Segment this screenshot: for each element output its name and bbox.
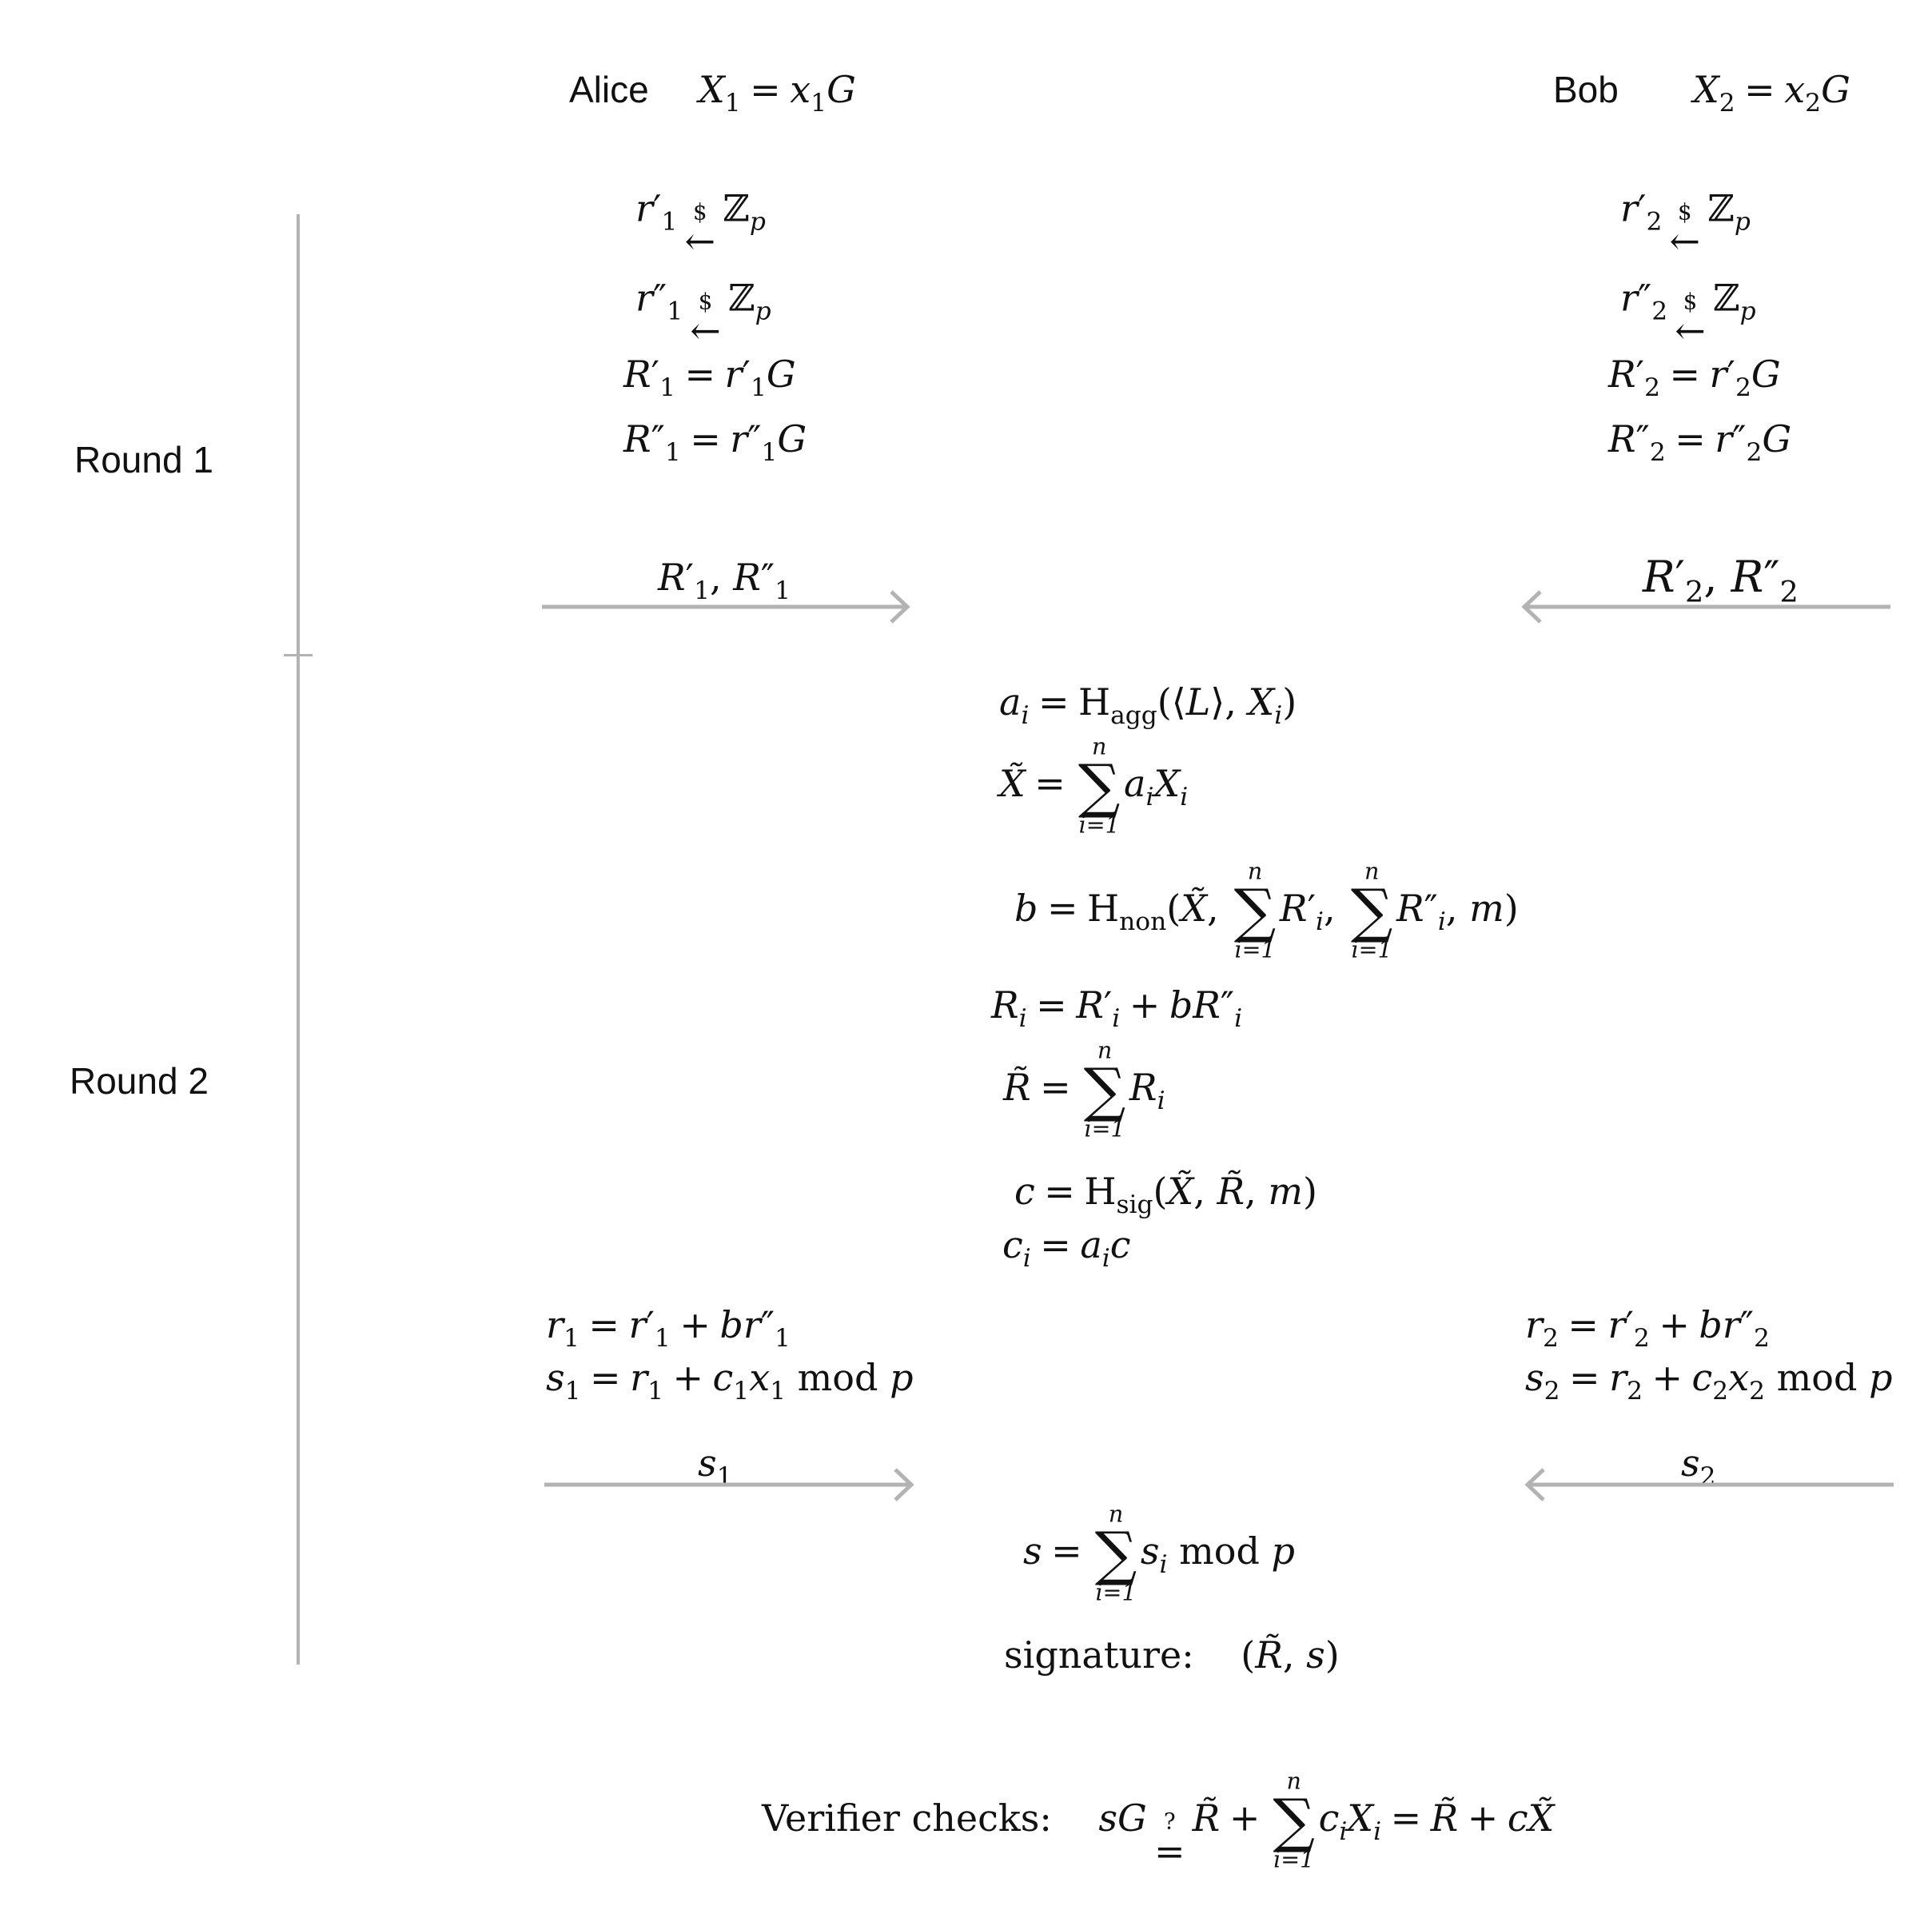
bob-public-key: X2=x2G	[1693, 68, 1850, 118]
bob-send-signature-label: s2	[1681, 1441, 1716, 1491]
alice-send-commitments-label: R′1, R″1	[658, 556, 791, 605]
per-signer-challenge: ci=aic	[1002, 1223, 1131, 1273]
bob-partial-signature: s2=r2+c2x2 mod p	[1525, 1356, 1893, 1406]
arrow-right-icon	[542, 590, 910, 624]
summation-symbol: n∑i=1	[1078, 733, 1121, 839]
timeline-line	[297, 214, 300, 1665]
round-divider-tick	[284, 654, 313, 656]
alice-nonce-1: r′1$←ℤp	[635, 186, 766, 263]
alice-nonce-2: r″1$←ℤp	[635, 276, 771, 353]
bob-send-commitments-label: R′2, R″2	[1643, 552, 1799, 609]
bob-nonce-1: r′2$←ℤp	[1620, 186, 1751, 263]
alice-name: Alice	[569, 69, 649, 110]
round-1-label: Round 1	[74, 439, 213, 480]
summation-symbol: n∑i=1	[1083, 1037, 1126, 1142]
agg-coefficient: ai=Hagg(⟨L⟩, Xi)	[999, 680, 1297, 730]
arrow-left-icon	[1521, 590, 1890, 624]
summation-symbol: n∑i=1	[1273, 1768, 1315, 1873]
alice-nonce-combined: r1=r′1+br″1	[546, 1303, 791, 1353]
bob-commit-2: R″2=r″2G	[1608, 417, 1792, 467]
summation-symbol: n∑i=1	[1094, 1501, 1137, 1606]
effective-nonce: Ri=R′i+bR″i	[991, 983, 1243, 1033]
alice-commit-1: R′1=r′1G	[623, 353, 796, 402]
summation-symbol: n∑i=1	[1233, 858, 1277, 963]
summation-symbol: n∑i=1	[1350, 858, 1393, 963]
alice-commit-2: R″1=r″1G	[623, 417, 807, 467]
bob-nonce-2: r″2$←ℤp	[1620, 276, 1756, 353]
alice-public-key: X1=x1G	[699, 68, 856, 118]
bob-nonce-combined: r2=r′2+br″2	[1525, 1303, 1770, 1353]
challenge: c=Hsig(X̃, R̃, m)	[1014, 1170, 1317, 1219]
bob-name: Bob	[1553, 69, 1619, 110]
round-2-label: Round 2	[70, 1060, 209, 1102]
signature-output: signature: (R̃, s)	[1004, 1633, 1340, 1677]
alice-partial-signature: s1=r1+c1x1 mod p	[546, 1356, 914, 1406]
bob-commit-1: R′2=r′2G	[1608, 353, 1781, 402]
alice-send-signature-label: s1	[698, 1441, 733, 1491]
